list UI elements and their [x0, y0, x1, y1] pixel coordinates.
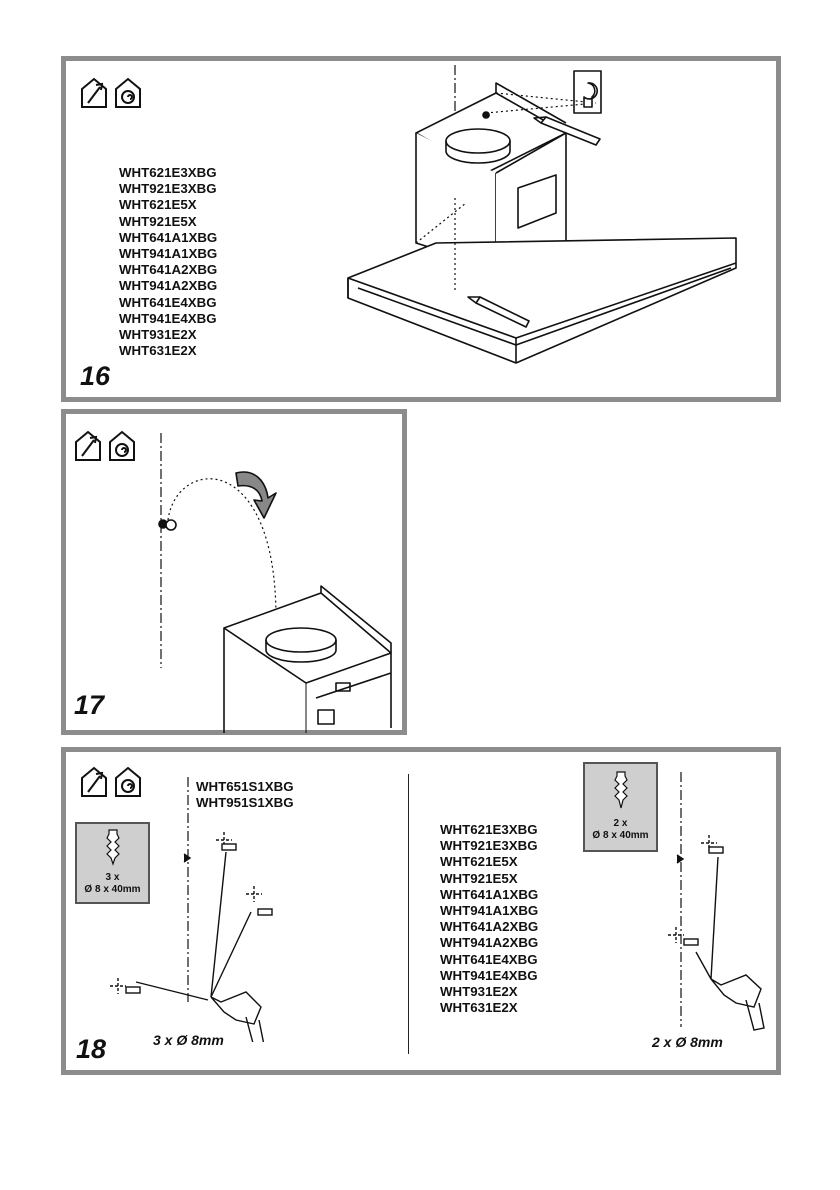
house-exhaust-icon [81, 766, 107, 797]
model-item: WHT621E5X [440, 854, 518, 870]
house-recirculation-icon [109, 430, 135, 461]
step-number: 17 [74, 690, 105, 720]
model-item: WHT631E2X [119, 343, 197, 359]
drill-spec-right: 2 x Ø 8mm [652, 1034, 723, 1050]
step-17-panel: 17 [61, 409, 407, 735]
model-item: WHT641E4XBG [119, 294, 217, 310]
model-item: WHT941A2XBG [440, 935, 539, 951]
step-16-panel: WHT621E3XBG WHT921E3XBG WHT621E5X WHT921… [61, 56, 781, 402]
step-18-panel: 18 WHT651S1XBG WHT951S1XBG 3 x Ø 8 x 40m… [61, 747, 781, 1075]
anchor-count: 2 x [613, 818, 628, 829]
model-item: WHT621E5X [119, 197, 197, 213]
model-item: WHT921E3XBG [119, 181, 217, 197]
model-list-18-left: WHT651S1XBG WHT951S1XBG [196, 779, 294, 811]
house-recirculation-icon [115, 766, 141, 797]
model-list-16: WHT621E3XBG WHT921E3XBG WHT621E5X WHT921… [119, 165, 217, 359]
anchor-callout-left: 3 x Ø 8 x 40mm [75, 822, 150, 904]
model-item: WHT941E4XBG [119, 310, 217, 326]
anchor-size: Ø 8 x 40mm [84, 884, 141, 895]
anchor-size: Ø 8 x 40mm [592, 830, 649, 841]
model-item: WHT931E2X [119, 327, 197, 343]
step-number: 16 [80, 361, 111, 391]
model-item: WHT941A2XBG [119, 278, 218, 294]
model-list-18-right: WHT621E3XBG WHT921E3XBG WHT621E5X WHT921… [440, 822, 538, 1016]
step-number: 18 [76, 1034, 107, 1064]
model-item: WHT941A1XBG [119, 246, 218, 262]
model-item: WHT641A1XBG [119, 229, 218, 245]
model-item: WHT641E4XBG [440, 951, 538, 967]
model-item: WHT921E3XBG [440, 838, 538, 854]
model-item: WHT921E5X [119, 213, 197, 229]
wall-plug-icon [106, 829, 120, 866]
column-divider [408, 774, 409, 1054]
drill-illustration-right [668, 772, 765, 1031]
model-item: WHT621E3XBG [440, 822, 538, 837]
hood-marking-illustration [347, 65, 737, 364]
model-item: WHT631E2X [440, 1000, 518, 1016]
mode-icons [75, 430, 135, 461]
model-item: WHT641A1XBG [440, 886, 539, 902]
house-exhaust-icon [81, 77, 107, 108]
house-exhaust-icon [75, 430, 101, 461]
anchor-callout-right: 2 x Ø 8 x 40mm [583, 762, 658, 852]
model-item: WHT641A2XBG [440, 919, 539, 935]
mode-icons [81, 77, 141, 108]
wall-plug-icon [614, 771, 628, 809]
hanging-illustration [158, 433, 392, 733]
model-item: WHT641A2XBG [119, 262, 218, 278]
house-recirculation-icon [115, 77, 141, 108]
drill-illustration-left [110, 777, 273, 1042]
model-item: WHT921E5X [440, 870, 518, 886]
model-item: WHT951S1XBG [196, 795, 294, 811]
model-item: WHT931E2X [440, 984, 518, 1000]
anchor-count: 3 x [105, 872, 120, 883]
model-item: WHT941E4XBG [440, 967, 538, 983]
model-item: WHT941A1XBG [440, 903, 539, 919]
model-item: WHT621E3XBG [119, 165, 217, 180]
mode-icons [81, 766, 141, 797]
model-item: WHT651S1XBG [196, 779, 294, 794]
drill-spec-left: 3 x Ø 8mm [153, 1032, 224, 1048]
